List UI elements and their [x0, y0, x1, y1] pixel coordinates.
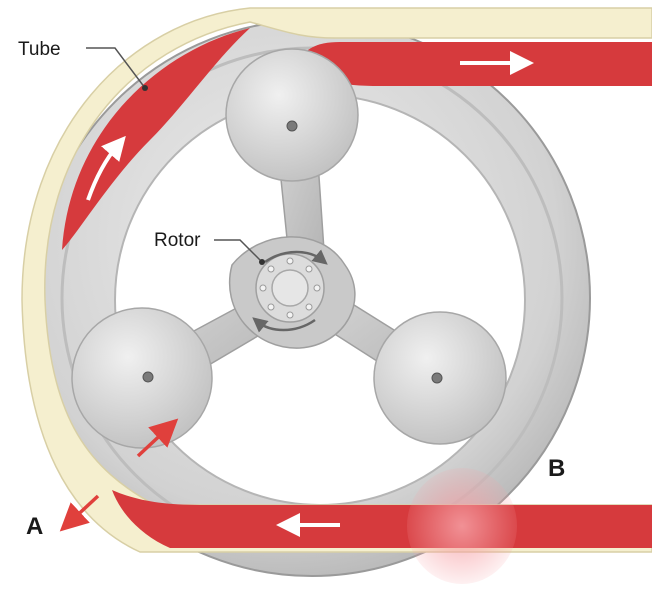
rotor-leader-line — [214, 239, 263, 263]
fluid-inlet — [112, 490, 652, 548]
roller-right — [373, 311, 507, 445]
roller-left — [71, 307, 213, 449]
rotor-label: Rotor — [154, 230, 201, 251]
fluid-curved-section — [62, 28, 250, 250]
tube-leader-line — [86, 47, 146, 89]
rotate-arrow-icon — [264, 249, 328, 265]
pinch-point-glow — [407, 468, 517, 584]
force-arrow-icon — [59, 494, 100, 532]
hub-bolts — [259, 257, 321, 319]
force-arrow-icon — [136, 418, 179, 458]
rotate-arrow-icon — [252, 317, 316, 333]
tube-label: Tube — [18, 39, 61, 60]
roller-top — [225, 48, 359, 182]
flow-arrow-icon — [86, 135, 126, 201]
point-a-label: A — [26, 513, 43, 540]
point-b-label: B — [548, 455, 565, 482]
